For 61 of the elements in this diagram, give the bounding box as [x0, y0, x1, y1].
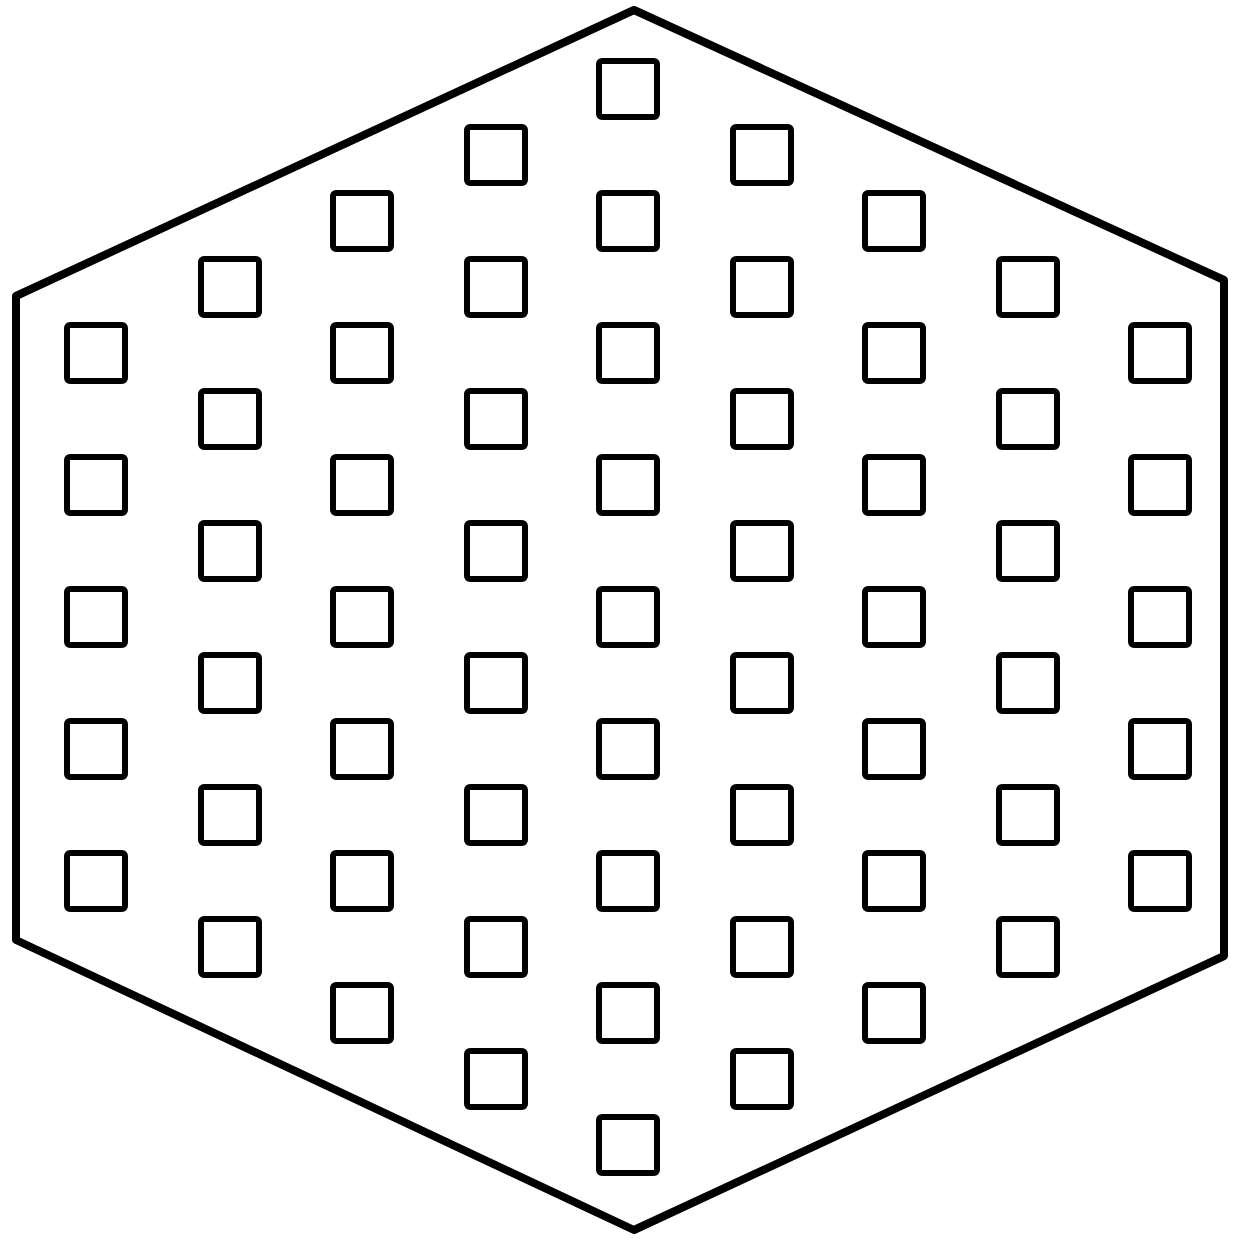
square-box — [463, 916, 527, 978]
square-box — [862, 586, 926, 648]
square-box — [1128, 322, 1192, 384]
square-box — [197, 784, 261, 846]
square-box — [596, 58, 660, 120]
square-box — [330, 850, 394, 912]
square-box — [995, 784, 1059, 846]
square-box — [995, 388, 1059, 450]
square-box — [197, 388, 261, 450]
square-box — [729, 1048, 793, 1110]
square-box — [64, 454, 128, 516]
square-box — [330, 190, 394, 252]
square-box — [596, 982, 660, 1044]
square-box — [596, 322, 660, 384]
square-box — [197, 256, 261, 318]
square-box — [995, 520, 1059, 582]
square-box — [862, 190, 926, 252]
square-box — [862, 322, 926, 384]
square-box — [596, 850, 660, 912]
square-box — [330, 718, 394, 780]
square-box — [463, 256, 527, 318]
square-box — [463, 124, 527, 186]
square-box — [64, 586, 128, 648]
square-box — [729, 256, 793, 318]
square-box — [596, 718, 660, 780]
square-box — [197, 520, 261, 582]
square-box — [862, 982, 926, 1044]
square-box — [729, 388, 793, 450]
square-box — [64, 850, 128, 912]
square-box — [463, 784, 527, 846]
square-box — [330, 454, 394, 516]
square-box — [596, 454, 660, 516]
square-box — [463, 1048, 527, 1110]
square-box — [463, 652, 527, 714]
square-box — [995, 652, 1059, 714]
square-box — [596, 1114, 660, 1176]
square-box — [1128, 718, 1192, 780]
square-box — [862, 718, 926, 780]
square-box — [1128, 586, 1192, 648]
square-box — [330, 982, 394, 1044]
square-box — [596, 586, 660, 648]
square-box — [463, 388, 527, 450]
square-box — [729, 520, 793, 582]
square-box — [729, 652, 793, 714]
square-box — [1128, 850, 1192, 912]
square-box — [729, 124, 793, 186]
square-box — [596, 190, 660, 252]
square-box — [330, 322, 394, 384]
square-box — [64, 322, 128, 384]
square-box — [862, 850, 926, 912]
square-box — [197, 916, 261, 978]
square-box — [64, 718, 128, 780]
square-box — [463, 520, 527, 582]
square-box — [995, 256, 1059, 318]
square-box — [995, 916, 1059, 978]
square-box — [729, 916, 793, 978]
square-box — [862, 454, 926, 516]
square-box — [330, 586, 394, 648]
square-box — [1128, 454, 1192, 516]
square-box — [197, 652, 261, 714]
square-box — [729, 784, 793, 846]
